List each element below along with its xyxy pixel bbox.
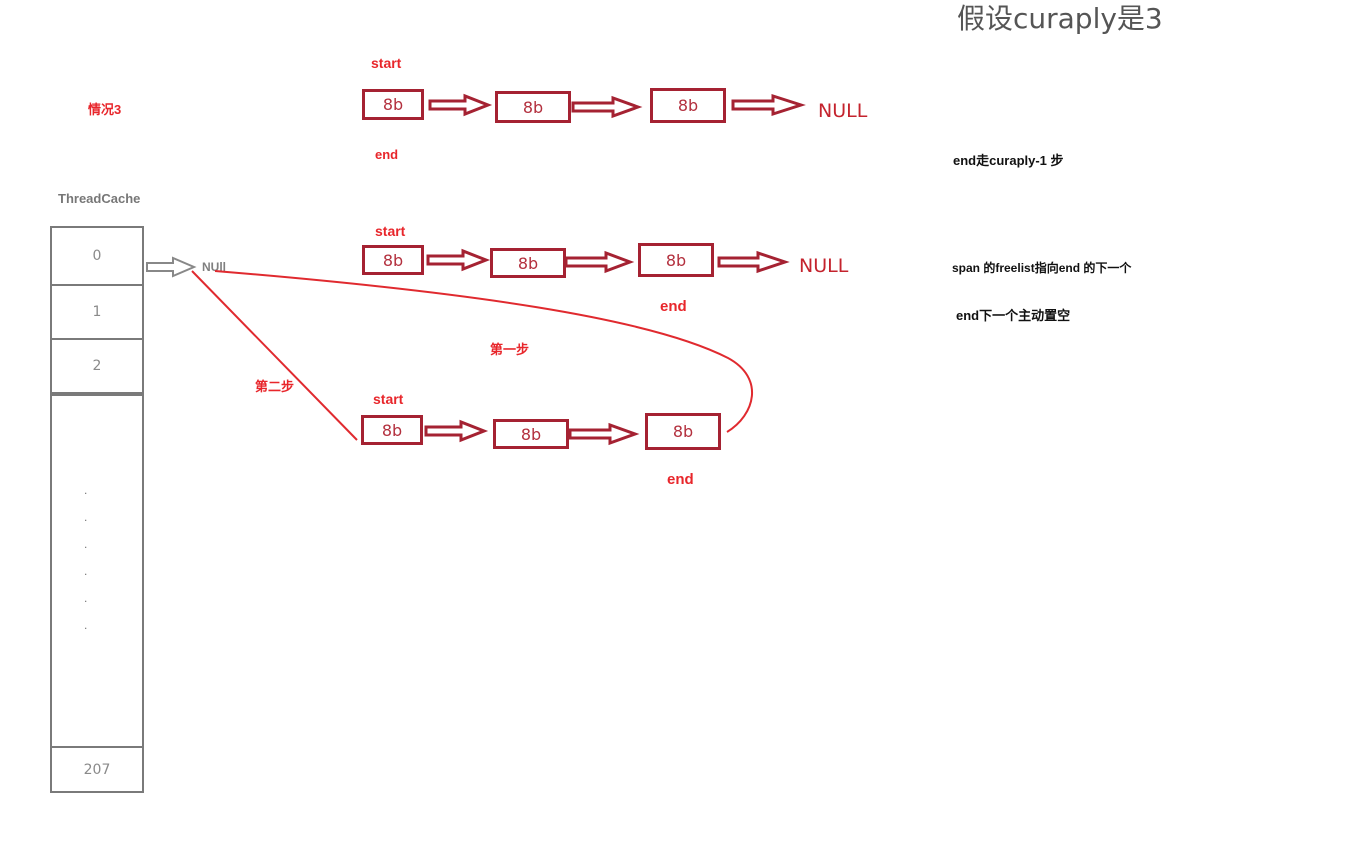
step-one-label: 第一步 [490, 342, 530, 357]
row3-arrow-2 [568, 422, 640, 446]
ellipsis-dot: . [84, 591, 88, 605]
ellipsis-dot: . [84, 510, 88, 524]
case-label: 情况3 [88, 102, 122, 117]
row1-null-label: NULL [818, 100, 868, 122]
ellipsis-dot: . [84, 483, 88, 497]
row3-end-label: end [667, 471, 694, 488]
row1-end-label: end [375, 147, 399, 162]
threadcache-cell-2: 2 [50, 340, 144, 394]
row2-end-label: end [660, 298, 687, 315]
row2-null-label: NULL [799, 255, 849, 277]
row1-arrow-2 [571, 95, 643, 119]
row3-node-1: 8b [361, 415, 423, 445]
ellipsis-dot: . [84, 537, 88, 551]
threadcache-cell-1: 1 [50, 286, 144, 340]
threadcache-cell-0: 0 [50, 226, 144, 286]
note-freelist: span 的freelist指向end 的下一个 [952, 261, 1132, 275]
threadcache-arrow [146, 256, 197, 278]
row2-node-2: 8b [490, 248, 566, 278]
row2-arrow-2 [564, 250, 635, 274]
row3-node-2: 8b [493, 419, 569, 449]
row3-node-3: 8b [645, 413, 721, 450]
row2-arrow-1 [426, 248, 491, 272]
row2-start-label: start [375, 223, 406, 239]
diagram-title: 假设curaply是3 [957, 2, 1163, 35]
row2-node-3: 8b [638, 243, 714, 277]
note-set-null: end下一个主动置空 [956, 308, 1071, 323]
row1-arrow-3 [731, 93, 806, 117]
row3-arrow-1 [424, 419, 489, 443]
row2-arrow-3 [717, 250, 790, 274]
note-end-steps: end走curaply-1 步 [953, 153, 1064, 168]
step-one-curve [214, 270, 754, 433]
threadcache-cell-middle [50, 442, 144, 748]
threadcache-null-label: NUll [202, 260, 226, 274]
row1-node-2: 8b [495, 91, 571, 123]
row1-node-3: 8b [650, 88, 726, 123]
row3-start-label: start [373, 391, 404, 407]
row2-node-1: 8b [362, 245, 424, 275]
ellipsis-dot: . [84, 618, 88, 632]
threadcache-label: ThreadCache [58, 191, 141, 206]
threadcache-cell-207: 207 [50, 746, 144, 793]
ellipsis-dot: . [84, 564, 88, 578]
step-two-line [191, 270, 358, 441]
step-two-label: 第二步 [255, 379, 295, 394]
row1-start-label: start [371, 55, 402, 71]
row1-arrow-1 [428, 93, 493, 117]
row1-node-1: 8b [362, 89, 424, 120]
threadcache-cell-empty [50, 394, 144, 444]
